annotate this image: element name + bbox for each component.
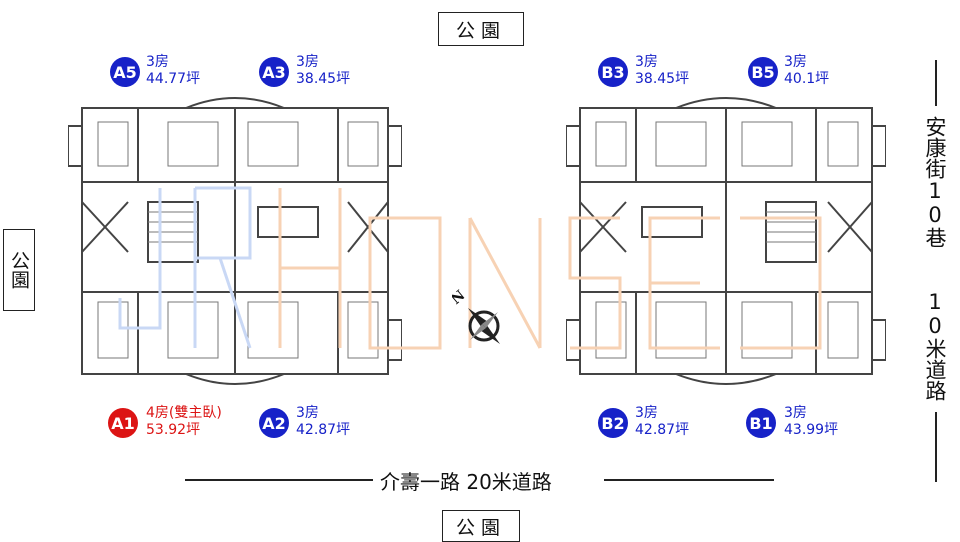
unit-info-a3: 3房 38.45坪 (296, 54, 350, 88)
road-line-left (185, 479, 373, 481)
unit-b1-area: 43.99坪 (784, 422, 839, 438)
unit-badge-a1: A1 (108, 408, 138, 438)
floor-plan-b-drawing (565, 97, 887, 385)
unit-info-a2: 3房 42.87坪 (296, 405, 350, 439)
unit-a2-area: 42.87坪 (296, 422, 351, 438)
right-divider-bottom (935, 412, 937, 482)
unit-badge-b2: B2 (598, 408, 628, 438)
unit-badge-b5: B5 (748, 57, 778, 87)
unit-badge-b3: B3 (598, 57, 628, 87)
park-left-label: 公園 (3, 229, 35, 311)
compass-icon: N (448, 287, 512, 354)
floor-plan-building-b (565, 92, 887, 390)
unit-a5-rooms: 3房 (146, 54, 169, 70)
road-line-right (604, 479, 774, 481)
unit-badge-a2: A2 (259, 408, 289, 438)
unit-a5-area: 44.77坪 (146, 71, 201, 87)
street-label-10m-road: 10米道路 (923, 290, 947, 401)
unit-a1-rooms: 4房(雙主臥) (146, 405, 222, 421)
unit-badge-b1: B1 (746, 408, 776, 438)
unit-info-b1: 3房 43.99坪 (784, 405, 838, 439)
unit-b3-rooms: 3房 (635, 54, 658, 70)
unit-b2-rooms: 3房 (635, 405, 658, 421)
road-label-jieshou: 介壽一路 20米道路 (380, 470, 552, 494)
unit-info-b2: 3房 42.87坪 (635, 405, 689, 439)
unit-info-b5: 3房 40.1坪 (784, 54, 829, 88)
compass-north-label: N (452, 288, 469, 308)
floor-plan-a-drawing (67, 97, 403, 385)
unit-info-b3: 3房 38.45坪 (635, 54, 689, 88)
unit-info-a5: 3房 44.77坪 (146, 54, 200, 88)
street-label-ankang: 安康街10巷 (923, 116, 947, 248)
floor-plan-building-a (67, 92, 403, 390)
unit-info-a1: 4房(雙主臥) 53.92坪 (146, 405, 222, 439)
right-divider-top (935, 60, 937, 106)
unit-b3-area: 38.45坪 (635, 71, 690, 87)
unit-b5-area: 40.1坪 (784, 71, 830, 87)
park-top-label: 公園 (438, 12, 524, 46)
unit-a3-rooms: 3房 (296, 54, 319, 70)
unit-a3-area: 38.45坪 (296, 71, 351, 87)
unit-badge-a3: A3 (259, 57, 289, 87)
park-bottom-label: 公園 (442, 510, 520, 542)
unit-a1-area: 53.92坪 (146, 422, 201, 438)
unit-a2-rooms: 3房 (296, 405, 319, 421)
unit-b1-rooms: 3房 (784, 405, 807, 421)
unit-b2-area: 42.87坪 (635, 422, 690, 438)
unit-badge-a5: A5 (110, 57, 140, 87)
unit-b5-rooms: 3房 (784, 54, 807, 70)
